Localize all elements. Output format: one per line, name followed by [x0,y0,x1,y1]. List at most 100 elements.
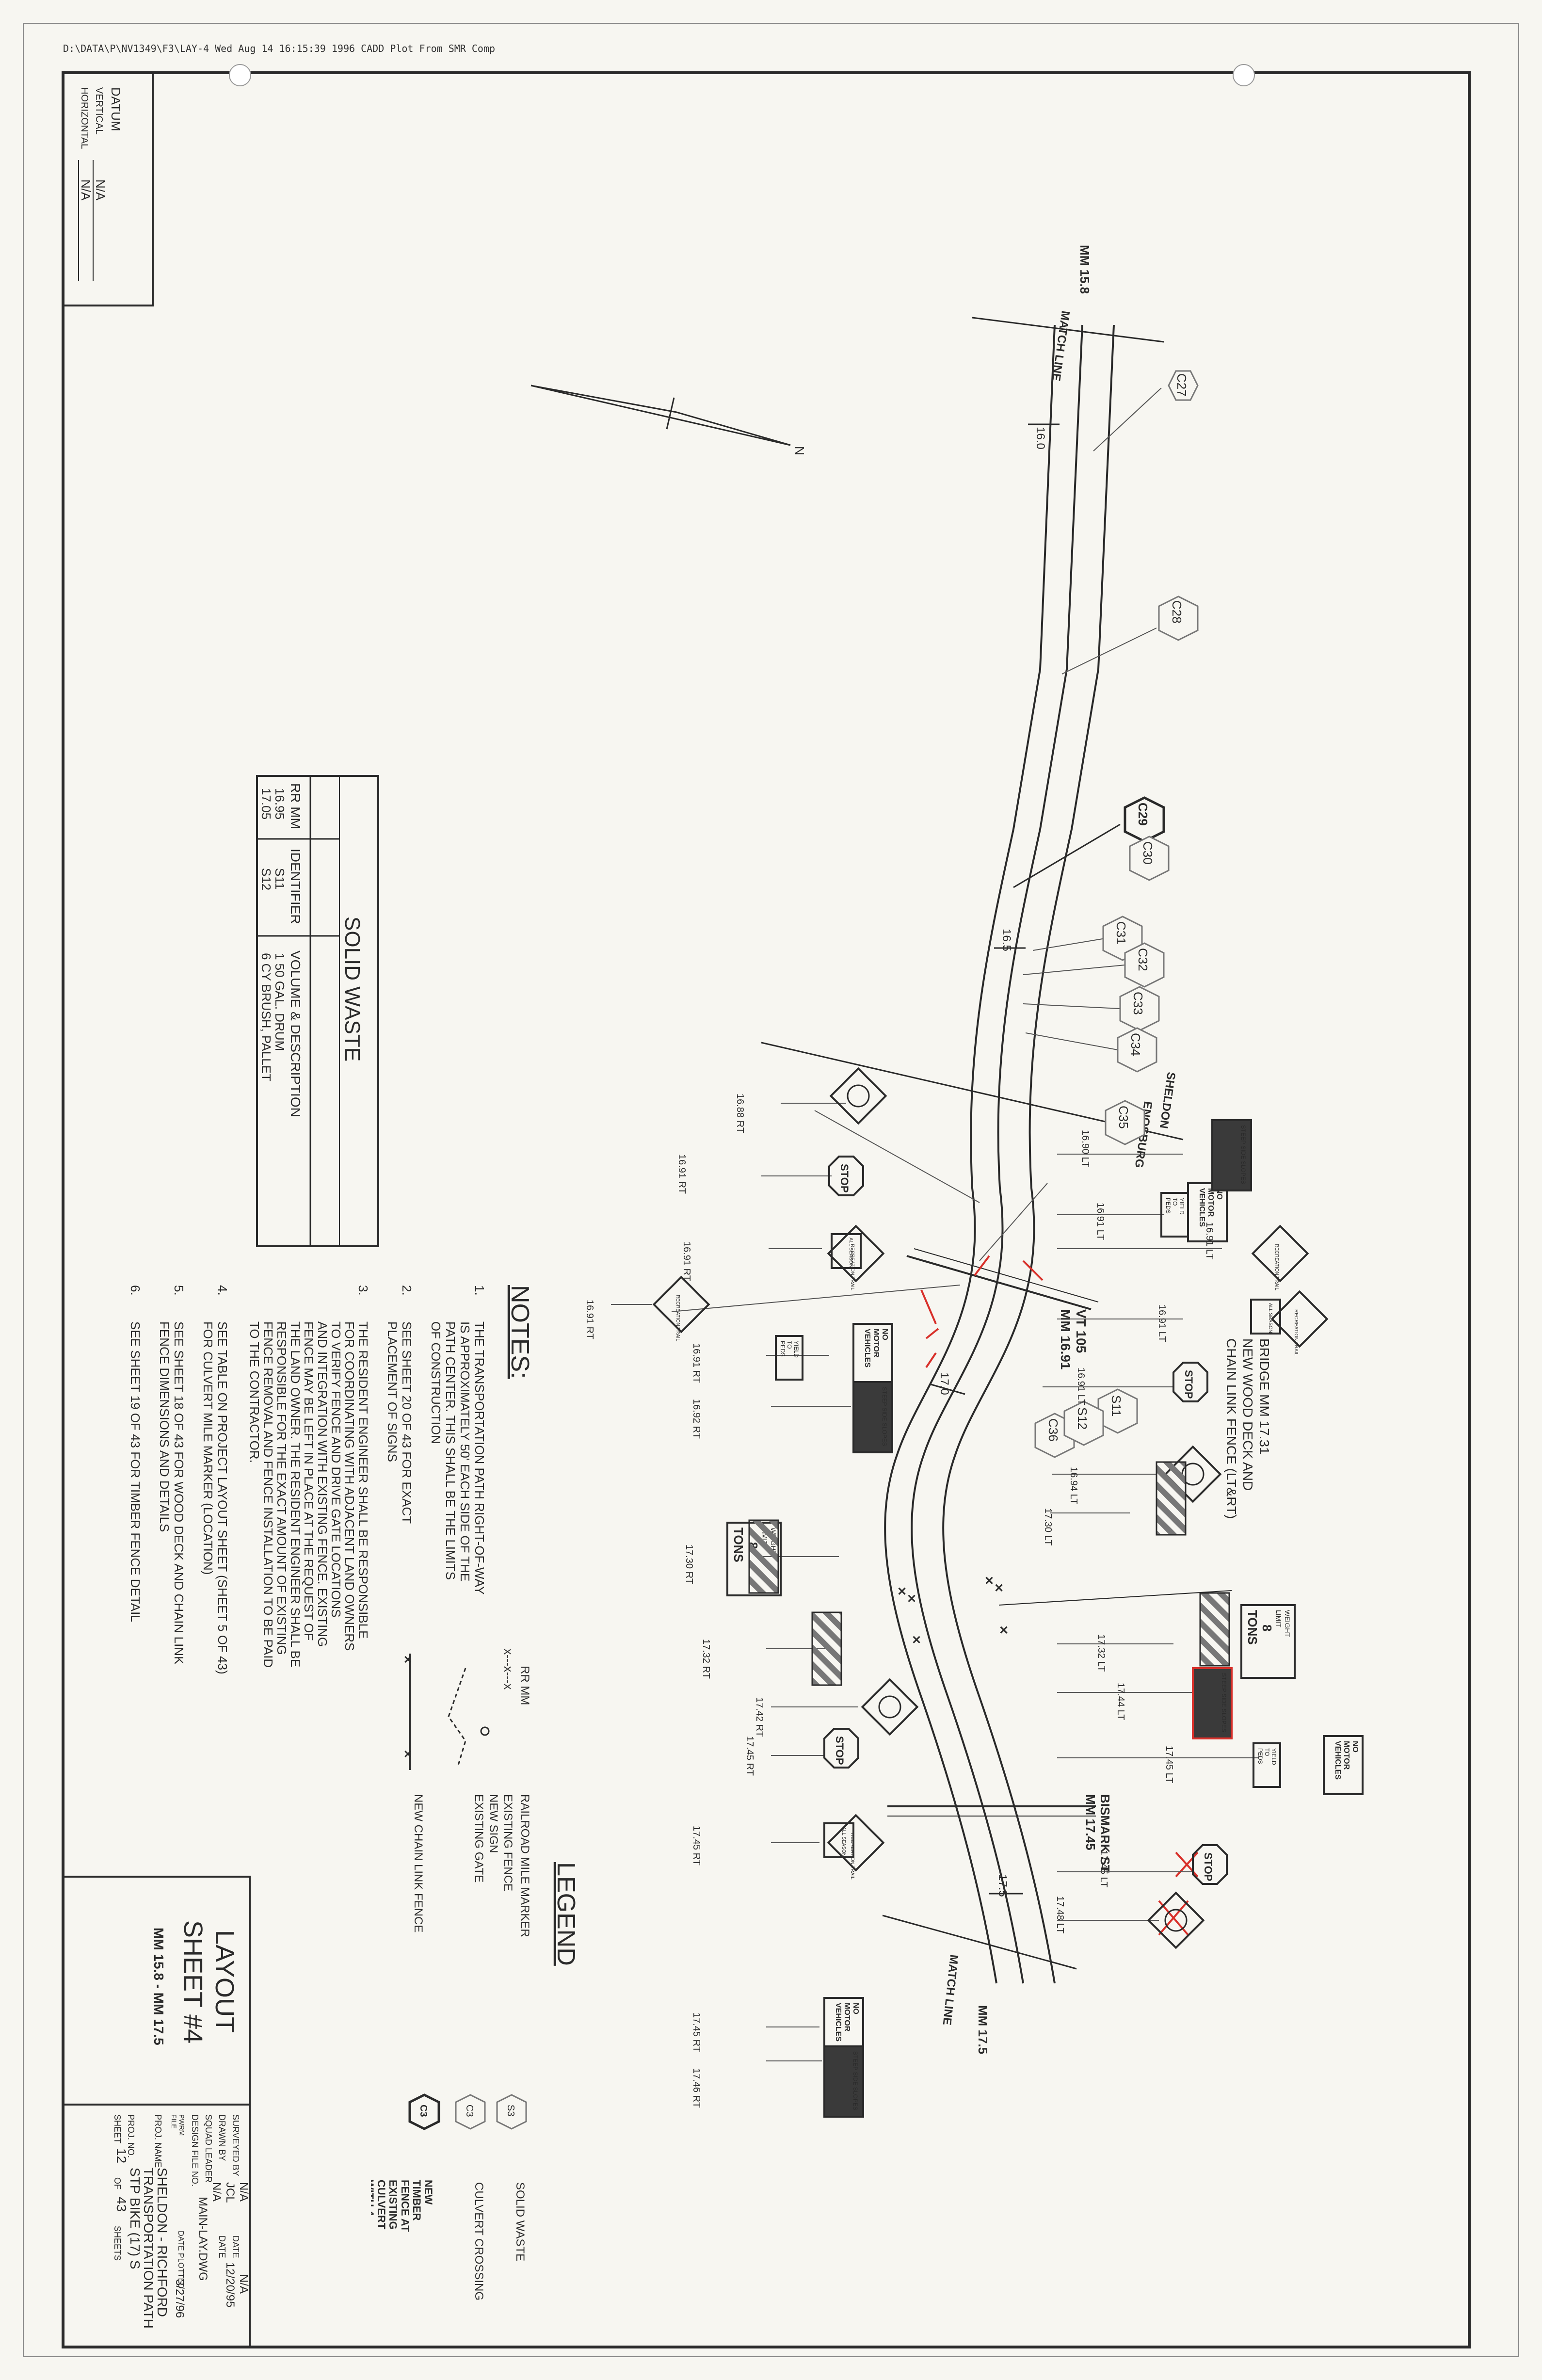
stop-sign: STOP [828,1156,864,1196]
svg-text:TO VERIFY FENCE AND DRIVE GATE: TO VERIFY FENCE AND DRIVE GATE LOCATIONS [329,1321,343,1618]
north-arrow: N [530,385,807,455]
svg-text:NEW WOOD DECK AND: NEW WOOD DECK AND [1240,1338,1255,1491]
svg-text:IDENTIFIER: IDENTIFIER [288,849,303,924]
sheet-title-line1: LAYOUT [210,1930,239,2033]
datum-vertical-label: VERTICAL [94,87,104,134]
solid-waste-s12[interactable]: S12 [1063,1400,1104,1446]
legend: LEGEND RR MM RAILROAD MILE MARKER x---x-… [371,1649,580,2300]
match-line-top: MATCH LINE MM 15.8 [972,245,1164,382]
stake-label: 16.88 RT [735,1094,745,1133]
svg-text:DATE: DATE [231,2235,241,2258]
steep-side-slopes-sign: STEEP SIDE SLOPES [1192,1667,1233,1739]
svg-text:THE TRANSPORTATION PATH RIGHT-: THE TRANSPORTATION PATH RIGHT-OF-WAY [472,1321,487,1594]
svg-text:NO: NO [881,1329,889,1340]
stake-label: 16.90 LT [1080,1130,1091,1167]
sign-diamond [1147,1891,1205,1949]
svg-text:MOTOR: MOTOR [1206,1188,1215,1217]
svg-text:SEE SHEET 20 OF 43 FOR EXACT: SEE SHEET 20 OF 43 FOR EXACT [400,1321,414,1524]
svg-text:EXISTING GATE: EXISTING GATE [472,1794,485,1882]
svg-text:S12: S12 [259,868,273,890]
svg-text:C33: C33 [1131,992,1145,1015]
svg-text:MOTOR: MOTOR [872,1329,880,1358]
note-3: 3. THE RESIDENT ENGINEER SHALL BE RESPON… [247,1285,370,1668]
svg-text:RESPONSIBLE FOR THE EXACT AMOU: RESPONSIBLE FOR THE EXACT AMOUNT OF EXIS… [274,1321,289,1655]
fence-markers: ✕ ✕ ✕ ✕ ✕ ✕ [897,1575,1009,1647]
fence-x-icon: ✕ [994,1582,1004,1595]
match-line-bottom: MATCH LINE MM 17.5 [882,1914,1077,2054]
svg-text:S11: S11 [273,868,287,889]
svg-text:VEHICLES: VEHICLES [863,1329,871,1367]
culvert-c33[interactable]: C33 [1023,986,1160,1031]
culvert-c32[interactable]: C32 [1023,942,1165,988]
solid-waste-s11[interactable]: S11 [1097,1388,1138,1434]
svg-text:x---x---x: x---x---x [501,1649,514,1689]
stop-sign: STOP [1173,1362,1208,1402]
legend-item-existing-fence: x---x---x EXISTING FENCE [501,1649,514,1891]
no-motor-vehicles-sign: NO MOTOR VEHICLES [823,1997,864,2057]
stake-label: 16.91 RT [584,1300,595,1339]
svg-text:TONS: TONS [1245,1610,1260,1645]
stop-sign: STOP [823,1728,859,1769]
sign-diamond: RECREATION TRAIL [1251,1224,1309,1290]
stake-label: 17.42 RT [754,1697,765,1737]
fence-x-icon: ✕ [897,1585,907,1598]
yield-to-peds-sign: YIELD TO PEDS [1253,1742,1281,1788]
legend-item-rr-mm: RR MM RAILROAD MILE MARKER [518,1666,531,1937]
svg-text:43: 43 [114,2197,129,2212]
svg-text:PWRM: PWRM [178,2114,186,2136]
sign-diamond [861,1678,919,1736]
stake-label: 17.30 RT [684,1544,694,1584]
steep-side-slopes-sign: STEEP SIDE SLOPES [1211,1119,1252,1191]
svg-text:FENCE MAY BE LEFT IN PLACE AT: FENCE MAY BE LEFT IN PLACE AT THE REQUES… [302,1321,316,1640]
redline-markups [920,1255,1199,1936]
svg-text:THE LAND OWNER. THE RESIDENT E: THE LAND OWNER. THE RESIDENT ENGINEER SH… [288,1321,303,1667]
svg-text:✕: ✕ [403,1654,412,1666]
culvert-c28[interactable]: C28 [1061,595,1199,675]
svg-text:VT 105: VT 105 [1074,1309,1089,1353]
svg-text:BISMARK ST: BISMARK ST [1098,1794,1112,1873]
culvert-icon [455,2094,486,2130]
datum-block: DATUM VERTICAL HORIZONTAL N/A N/A [62,72,154,306]
punch-hole [1233,64,1255,86]
stake-label: 16.91 RT [676,1154,687,1194]
yield-to-peds-sign: YIELD TO PEDS [1160,1192,1189,1238]
svg-text:BRIDGE MM 17.31: BRIDGE MM 17.31 [1257,1338,1272,1455]
stake-label: 17.32 LT [1096,1634,1107,1672]
svg-text:JCL: JCL [224,2182,237,2203]
svg-text:C32: C32 [1136,948,1150,971]
svg-text:THE RESIDENT ENGINEER SHALL BE: THE RESIDENT ENGINEER SHALL BE RESPONSIB… [356,1321,370,1639]
stake-label: 16.91 LT [1095,1203,1106,1240]
station-label: 17.0 [938,1372,951,1395]
culvert-markers: C27 C28 C29 C30 C31 [1013,370,1199,1458]
svg-text:VOLUME & DESCRIPTION: VOLUME & DESCRIPTION [288,950,303,1117]
svg-text:SEE SHEET 18 OF 43 FOR WOOD DE: SEE SHEET 18 OF 43 FOR WOOD DECK AND CHA… [172,1321,186,1665]
svg-text:SOLID WASTE: SOLID WASTE [514,2182,527,2261]
culvert-c27[interactable]: C27 [1093,370,1199,451]
culvert-c34[interactable]: C34 [1025,1027,1157,1073]
culvert-c35[interactable]: C35 [1105,1100,1145,1145]
note-2: 2. SEE SHEET 20 OF 43 FOR EXACT PLACEMEN… [385,1285,414,1524]
svg-text:RR MM: RR MM [288,783,303,829]
svg-text:NO: NO [1351,1741,1359,1753]
table-row: 16.95 S11 1 50 GAL. DRUM [273,788,287,1051]
object-marker-board [1156,1461,1187,1536]
stake-label: 17.45 LT [1164,1746,1174,1783]
svg-text:DESIGN FILE NO.: DESIGN FILE NO. [190,2114,200,2187]
all-season-sign: ALL SEASON [823,1822,854,1858]
svg-text:STOP: STOP [838,1164,851,1193]
svg-text:MOTOR: MOTOR [843,2003,851,2032]
svg-text:SHEET: SHEET [112,2114,122,2143]
legend-item-timber-fence: C3 NEW TIMBER FENCE AT EXISTING CULVERT … [371,2093,440,2232]
svg-text:STEEP SIDE SLOPES: STEEP SIDE SLOPES [852,2051,859,2110]
object-marker-board [748,1519,779,1594]
svg-text:MAIN-LAY.DWG: MAIN-LAY.DWG [196,2197,209,2281]
svg-text:PROJ. NAME: PROJ. NAME [153,2114,163,2168]
match-line-top-mm: MM 15.8 [1077,245,1092,294]
all-season-sign: ALL SEASON [831,1233,862,1269]
culvert-c30[interactable]: C30 [1129,836,1170,881]
match-line-bottom-mm: MM 17.5 [976,2005,990,2054]
trail-corridor [884,324,1115,1984]
svg-text:TO THE CONTRACTOR.: TO THE CONTRACTOR. [247,1321,262,1463]
sheet-outer-edge [23,23,1519,2357]
solid-waste-icon [496,2094,527,2130]
